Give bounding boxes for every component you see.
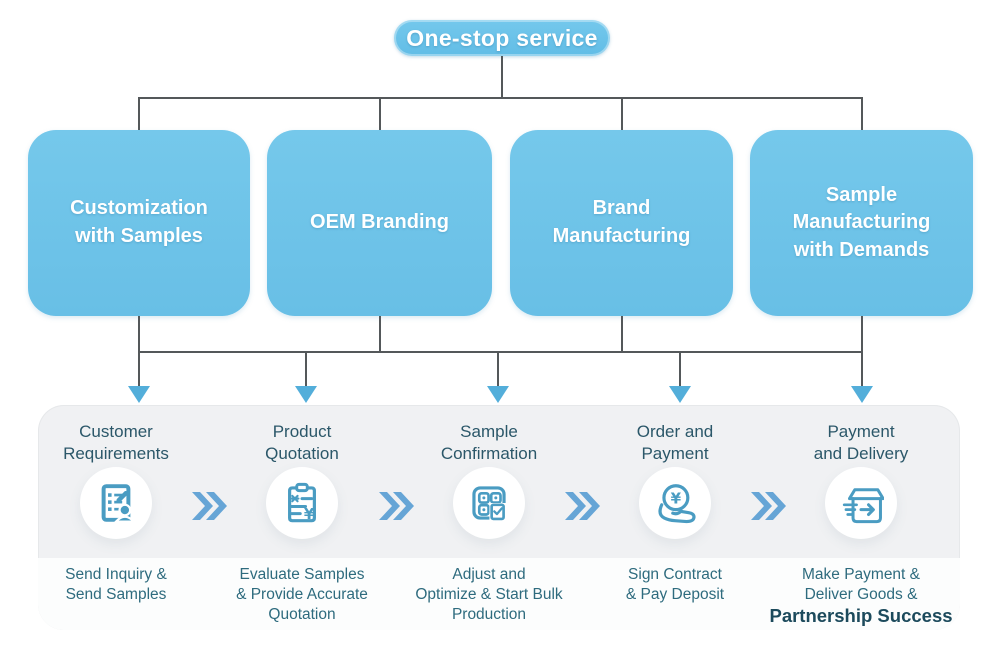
step-description: Adjust and Optimize & Start Bulk Product… bbox=[415, 566, 563, 623]
connector-line bbox=[861, 351, 863, 387]
shipping-box-arrow-icon bbox=[825, 467, 897, 539]
panel-bottom-strip bbox=[38, 558, 960, 630]
connector-line bbox=[138, 316, 140, 352]
down-arrow-icon bbox=[487, 386, 509, 403]
step-description: Sign Contract & Pay Deposit bbox=[625, 566, 725, 603]
step-product-quotation: Product Quotation ¥ Evaluate Samples & P… bbox=[210, 405, 394, 630]
double-chevron-right-icon bbox=[378, 491, 414, 521]
svg-text:¥: ¥ bbox=[304, 505, 315, 523]
step-order-and-payment: Order and Payment ¥ Sign Contract & Pay … bbox=[583, 405, 767, 630]
connector-line bbox=[621, 97, 623, 131]
step-description-highlight: Partnership Success bbox=[769, 605, 953, 626]
step-title: Sample Confirmation bbox=[440, 422, 538, 464]
service-box-sample-manufacturing: Sample Manufacturing with Demands bbox=[750, 130, 973, 316]
down-arrow-icon bbox=[295, 386, 317, 403]
connector-line bbox=[861, 97, 863, 131]
service-box-brand-manufacturing: Brand Manufacturing bbox=[510, 130, 733, 316]
connector-line bbox=[138, 97, 862, 99]
down-arrow-icon bbox=[128, 386, 150, 403]
connector-line bbox=[379, 97, 381, 131]
form-edit-user-icon bbox=[80, 467, 152, 539]
connector-line bbox=[379, 316, 381, 352]
step-description: Send Inquiry & Send Samples bbox=[65, 566, 167, 603]
step-title: Payment and Delivery bbox=[813, 422, 909, 464]
down-arrow-icon bbox=[851, 386, 873, 403]
step-customer-requirements: Customer Requirements Send Inquiry & Sen… bbox=[38, 405, 208, 630]
step-description: Make Payment & Deliver Goods & bbox=[801, 566, 921, 603]
step-title: Product Quotation bbox=[265, 422, 339, 464]
connector-line bbox=[621, 316, 623, 352]
title-pill: One-stop service bbox=[394, 20, 610, 56]
connector-line bbox=[501, 56, 503, 98]
step-sample-confirmation: Sample Confirmation Adjust and Optimize … bbox=[397, 405, 581, 630]
down-arrow-icon bbox=[669, 386, 691, 403]
connector-line bbox=[305, 351, 307, 387]
step-payment-and-delivery: Payment and Delivery Make Payment & Deli… bbox=[769, 405, 953, 630]
connector-line bbox=[679, 351, 681, 387]
hand-yuan-coin-icon: ¥ bbox=[639, 467, 711, 539]
step-description: Evaluate Samples & Provide Accurate Quot… bbox=[236, 566, 368, 623]
double-chevron-right-icon bbox=[564, 491, 600, 521]
double-chevron-right-icon bbox=[750, 491, 786, 521]
service-box-customization: Customization with Samples bbox=[28, 130, 250, 316]
connector-line bbox=[861, 316, 863, 352]
service-box-oem-branding: OEM Branding bbox=[267, 130, 492, 316]
connector-line bbox=[138, 97, 140, 131]
svg-text:¥: ¥ bbox=[671, 489, 682, 507]
connector-line bbox=[497, 351, 499, 387]
connector-line bbox=[138, 351, 140, 387]
step-title: Order and Payment bbox=[636, 422, 714, 464]
quotation-clipboard-yuan-icon: ¥ bbox=[266, 467, 338, 539]
process-panel: Customer Requirements Send Inquiry & Sen… bbox=[38, 405, 960, 630]
connector-line bbox=[138, 351, 862, 353]
step-title: Customer Requirements bbox=[63, 422, 169, 464]
sample-grid-check-icon bbox=[453, 467, 525, 539]
double-chevron-right-icon bbox=[191, 491, 227, 521]
